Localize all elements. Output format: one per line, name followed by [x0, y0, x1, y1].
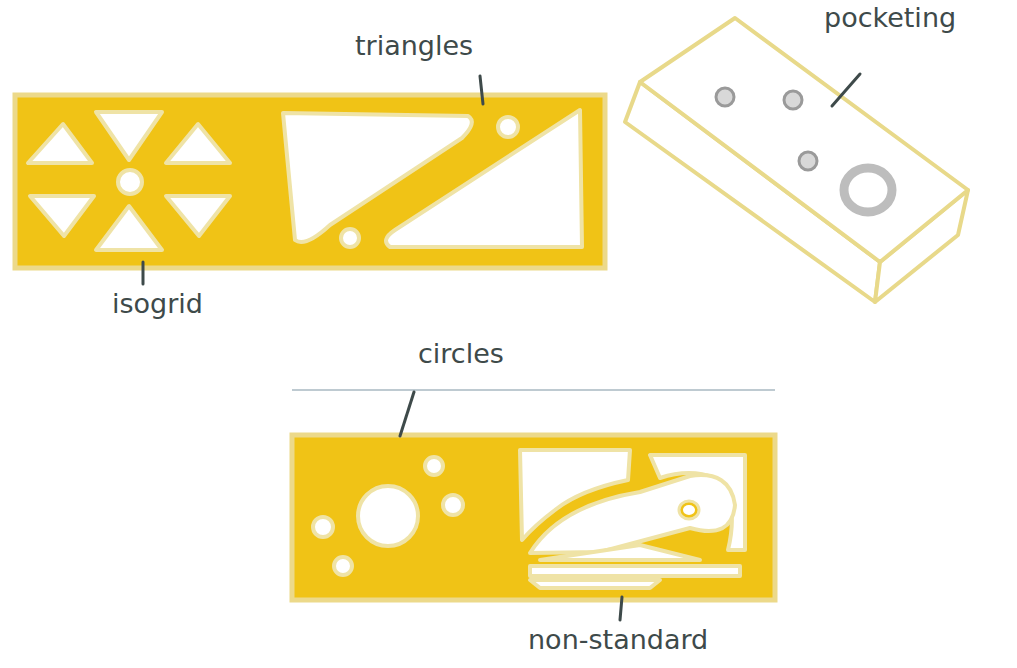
callout-label: triangles [355, 30, 473, 62]
callout-label: circles [418, 338, 504, 370]
pocketed-block [625, 18, 968, 302]
circle-bar [292, 435, 775, 600]
rule-line [292, 389, 775, 391]
callout-label: non-standard [528, 624, 708, 656]
callout-label: pocketing [824, 2, 956, 34]
leader-lines [143, 74, 860, 620]
callout-label: isogrid [112, 288, 203, 320]
triangle-bar [15, 95, 605, 268]
